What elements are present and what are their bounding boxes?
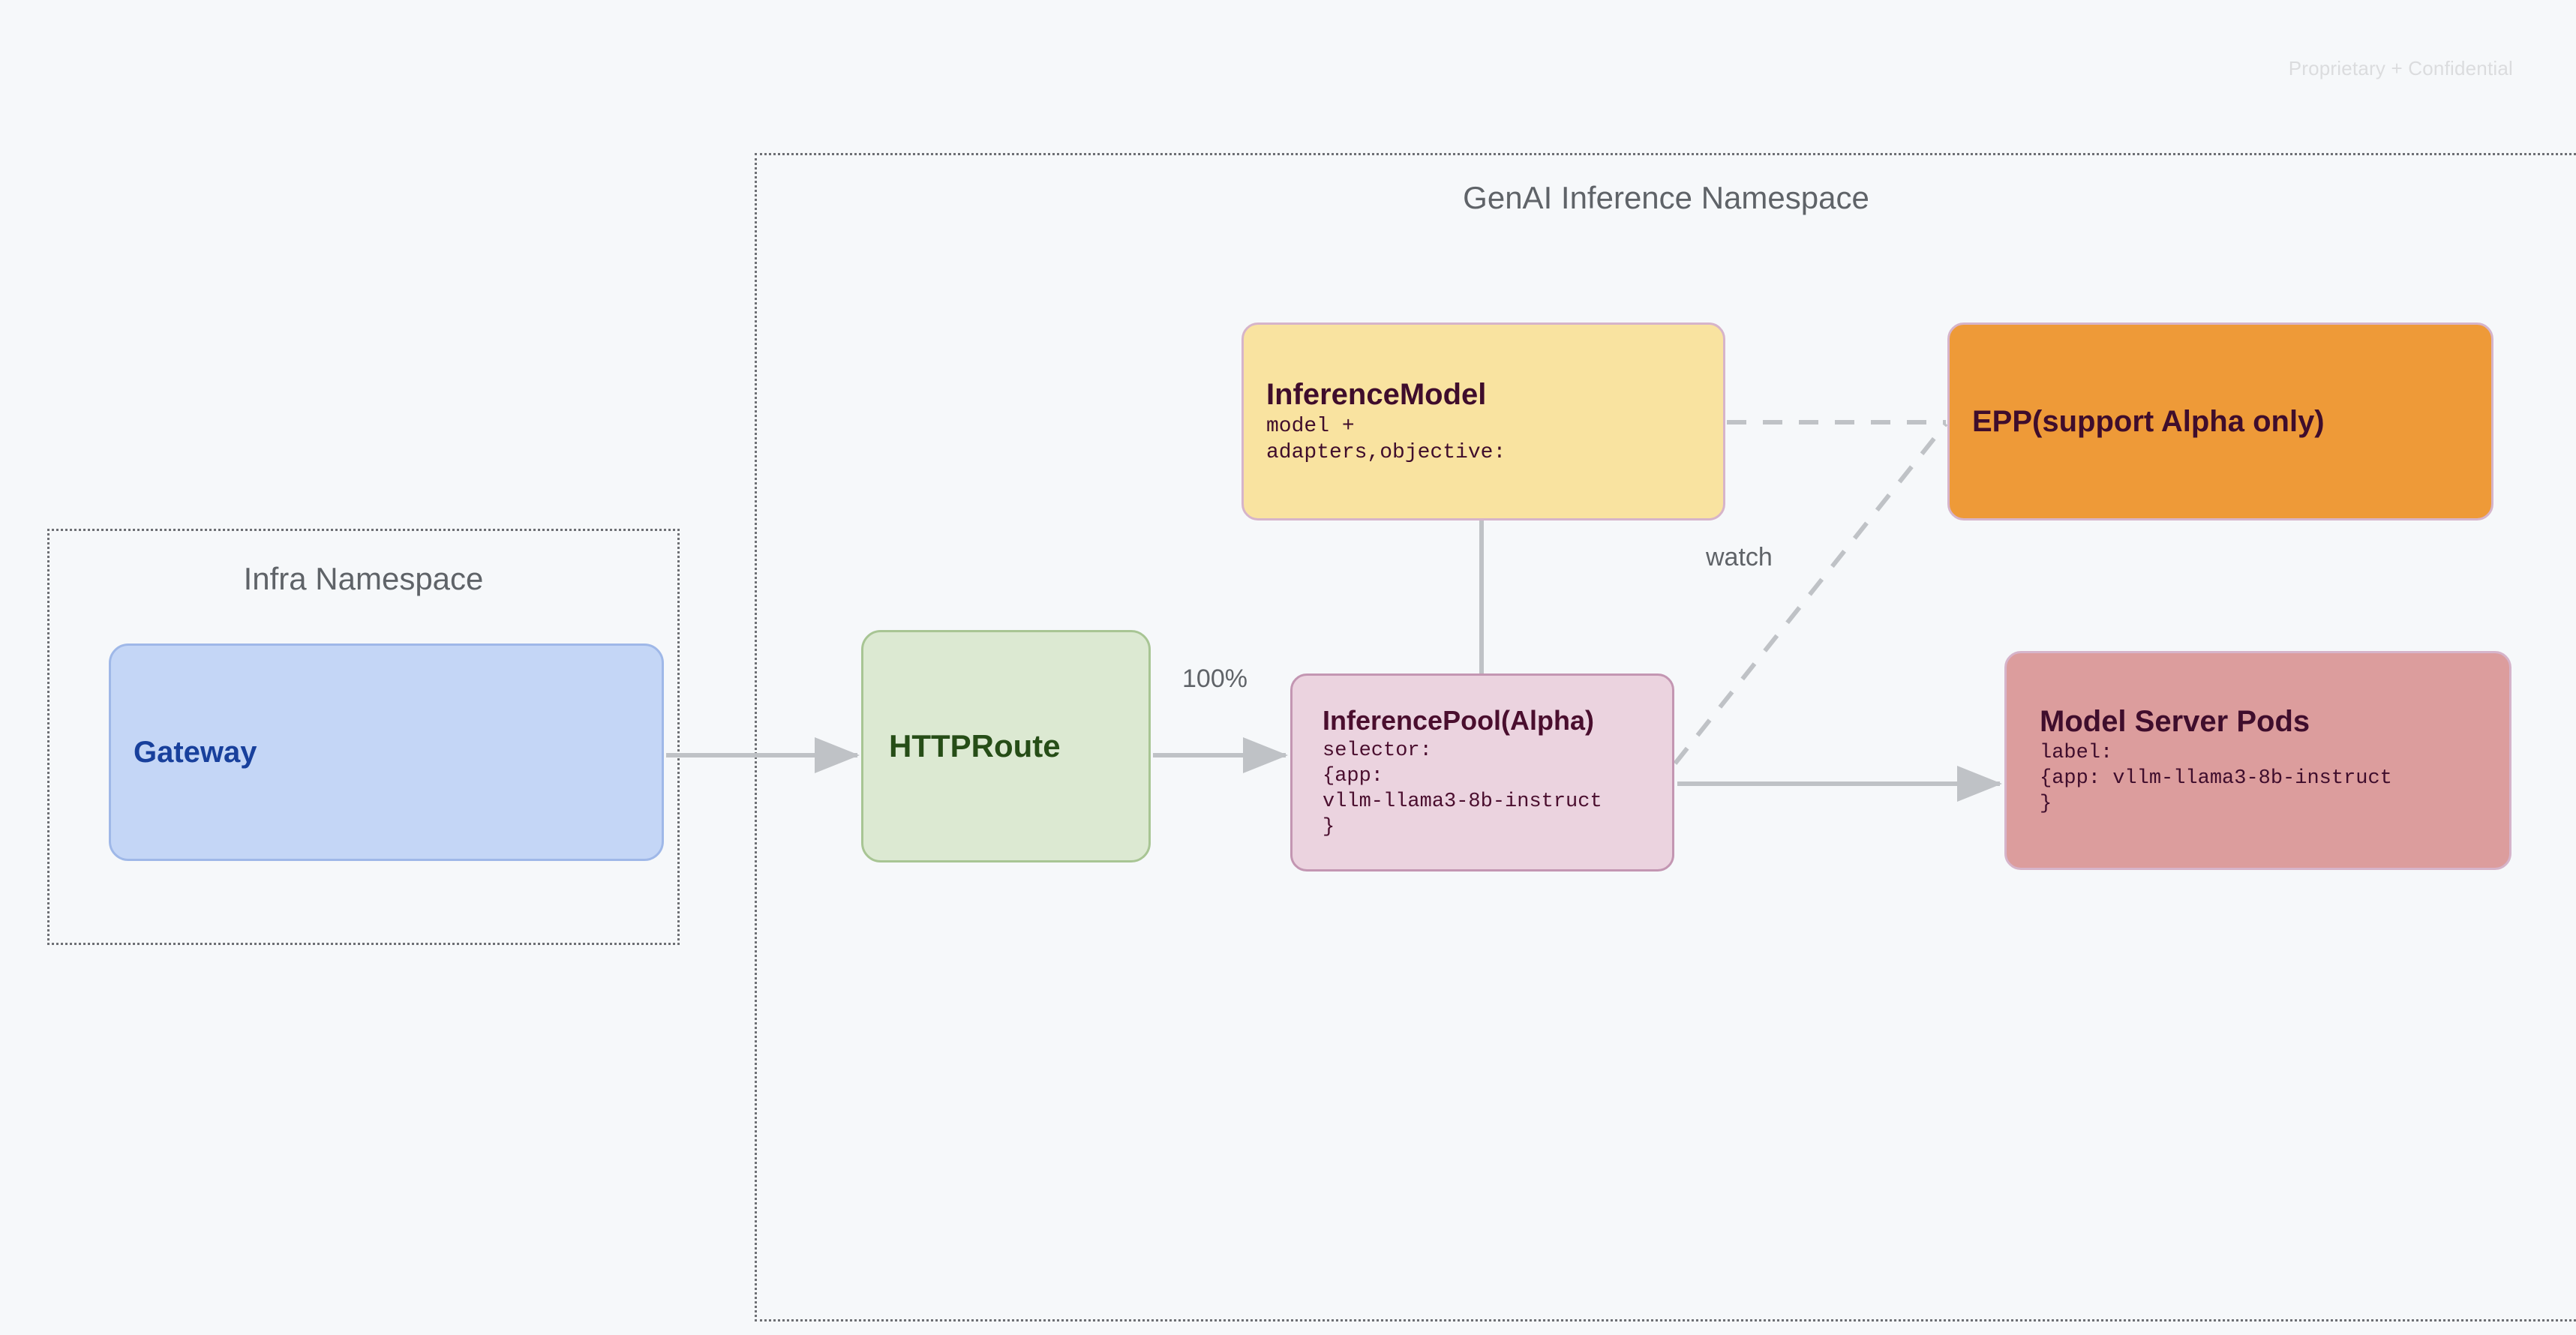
node-gateway[interactable]: Gateway — [109, 644, 664, 861]
genai-namespace-container — [755, 153, 2576, 1322]
node-inferencepool-body: selector: {app: vllm-llama3-8b-instruct … — [1323, 739, 1602, 838]
node-inferencepool[interactable]: InferencePool(Alpha) selector: {app: vll… — [1290, 674, 1674, 872]
node-modelserverpods-title: Model Server Pods — [2040, 704, 2310, 738]
node-modelserverpods[interactable]: Model Server Pods label: {app: vllm-llam… — [2004, 651, 2511, 870]
node-epp-title: EPP(support Alpha only) — [1972, 405, 2325, 438]
node-epp[interactable]: EPP(support Alpha only) — [1947, 322, 2493, 520]
infra-namespace-title: Infra Namespace — [243, 561, 484, 596]
edge-label-watch: watch — [1706, 543, 1773, 572]
node-inferencemodel-body: model + adapters,objective: — [1266, 414, 1506, 464]
node-httproute[interactable]: HTTPRoute — [861, 630, 1151, 862]
node-gateway-title: Gateway — [134, 736, 257, 769]
node-httproute-title: HTTPRoute — [889, 728, 1061, 764]
confidentiality-watermark: Proprietary + Confidential — [2288, 57, 2513, 80]
node-inferencepool-title: InferencePool(Alpha) — [1323, 705, 1595, 736]
genai-namespace-title: GenAI Inference Namespace — [1463, 180, 1869, 215]
edge-label-100-percent: 100% — [1182, 664, 1247, 693]
node-inferencemodel[interactable]: InferenceModel model + adapters,objectiv… — [1241, 322, 1725, 520]
node-inferencemodel-title: InferenceModel — [1266, 377, 1487, 411]
infra-namespace-container — [47, 529, 680, 945]
node-modelserverpods-body: label: {app: vllm-llama3-8b-instruct } — [2040, 741, 2392, 815]
